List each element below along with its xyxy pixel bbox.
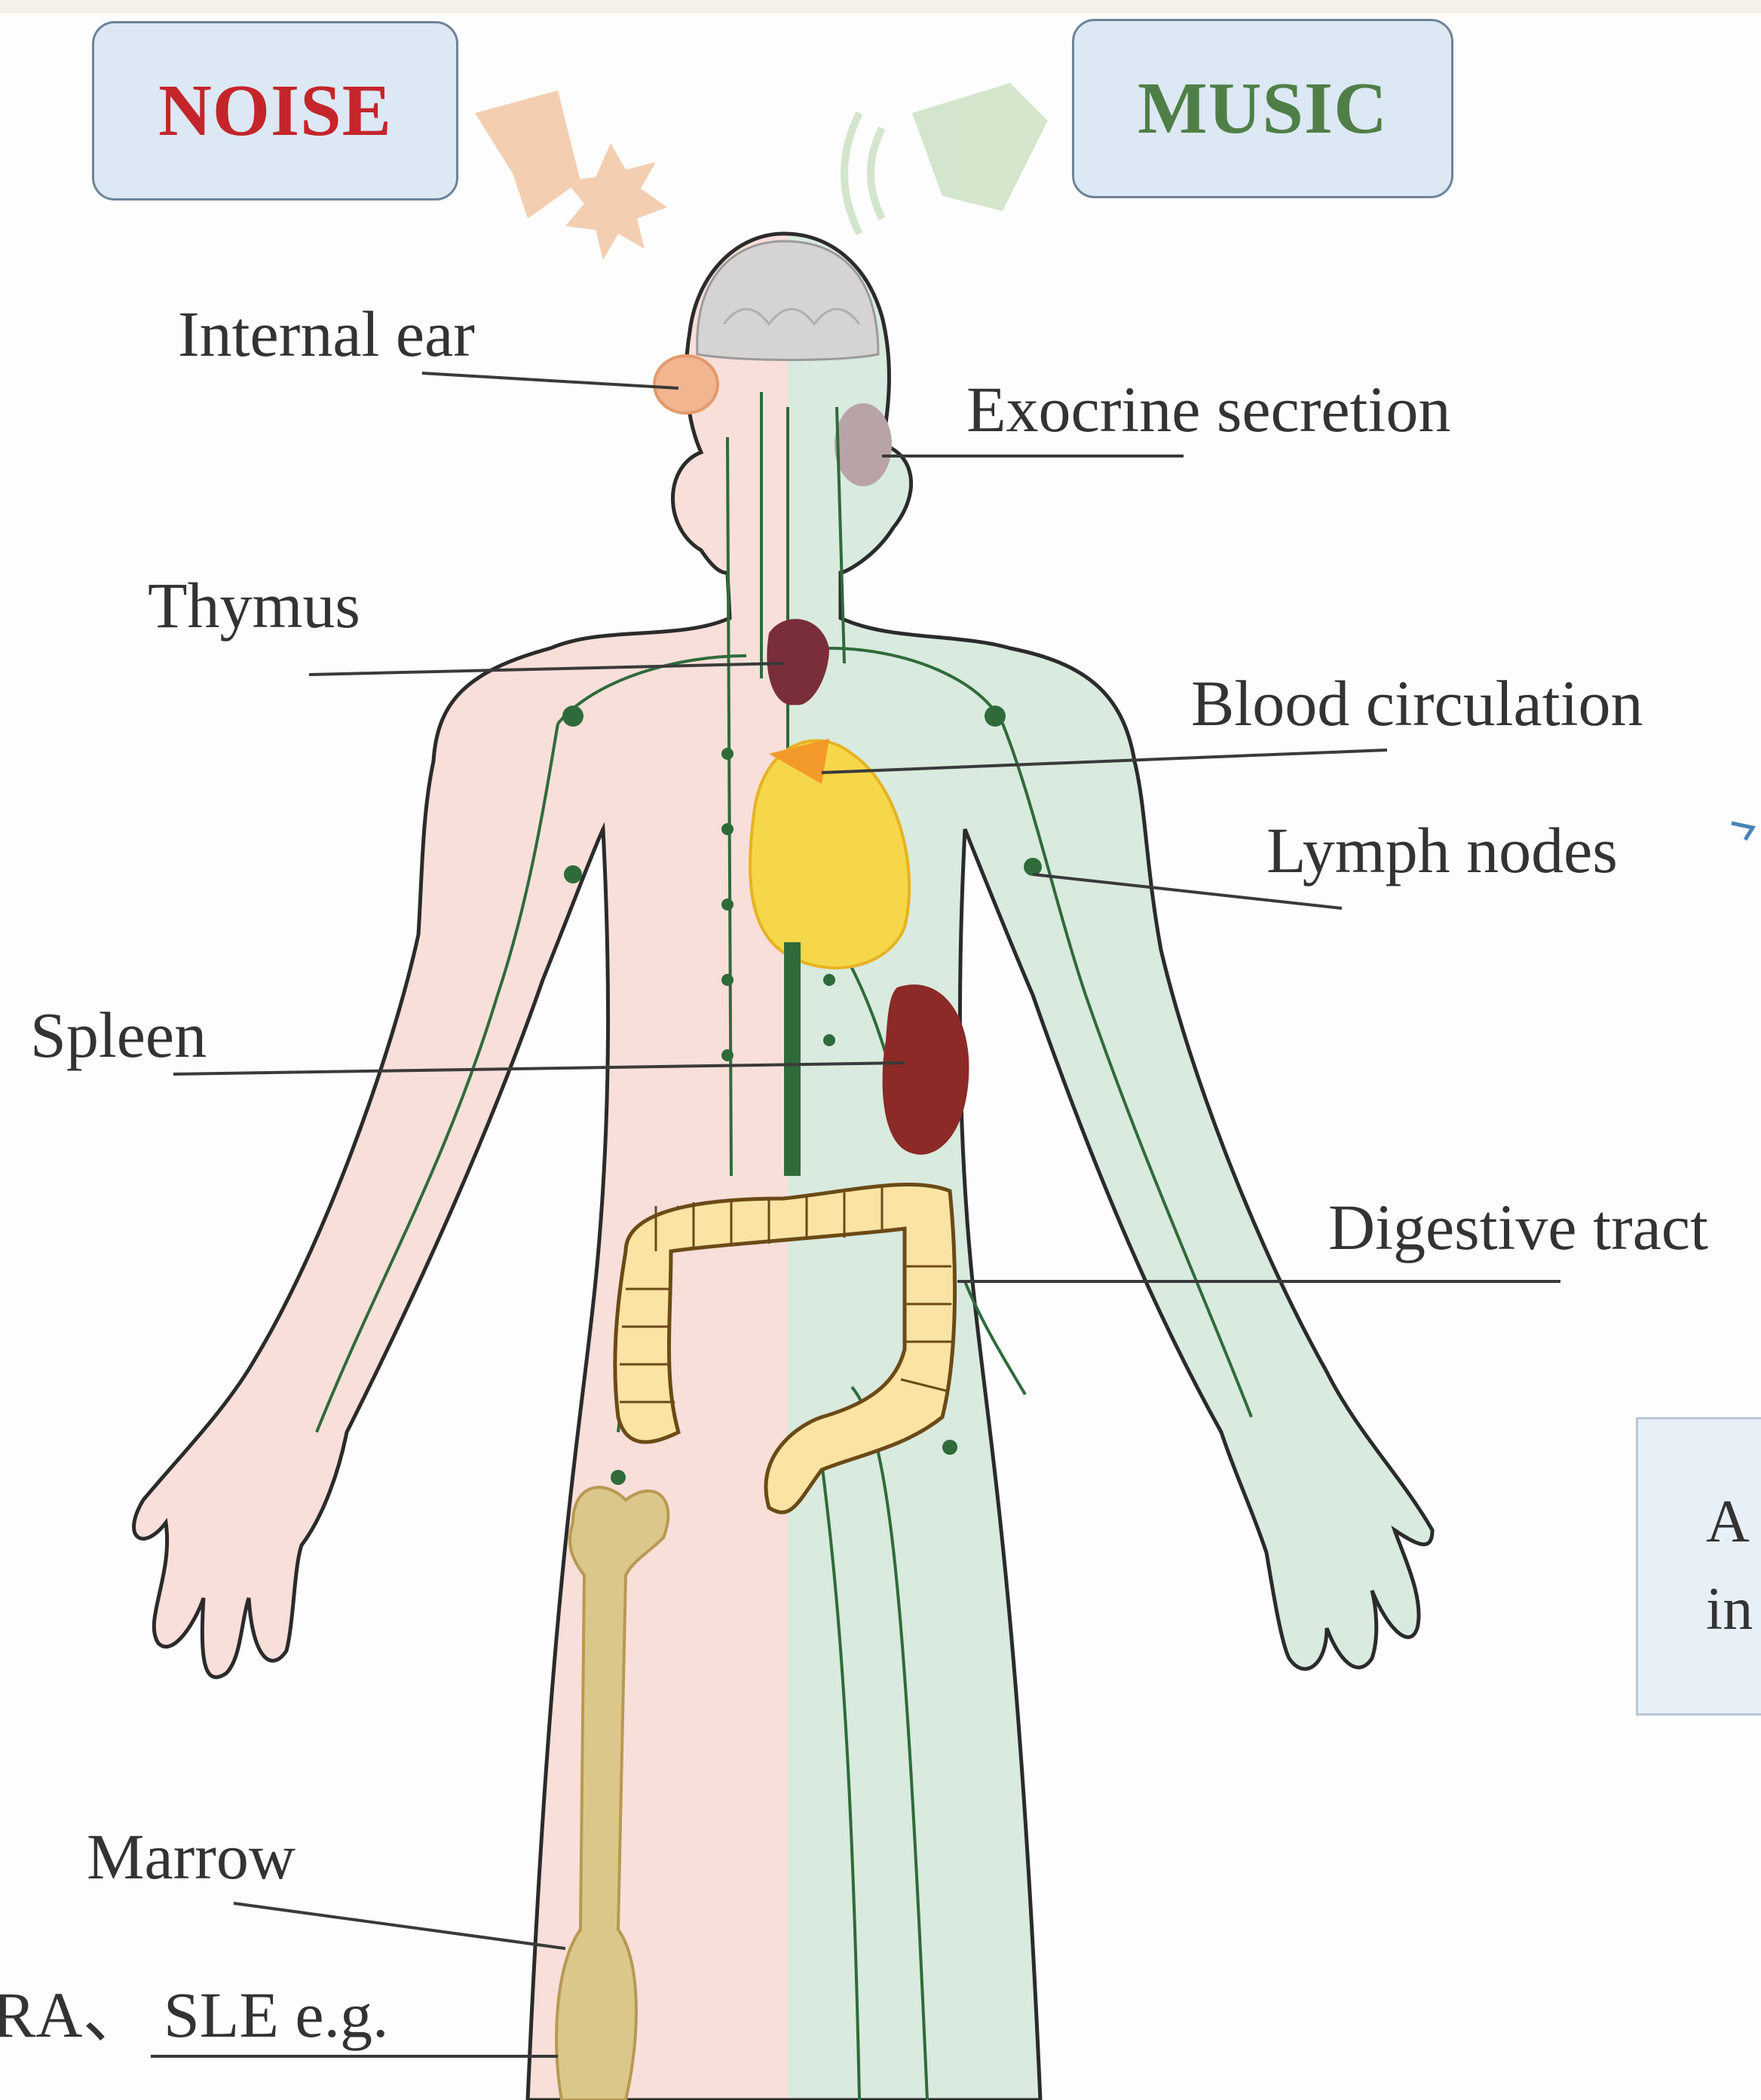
label-marrow: Marrow [87,1824,296,1889]
label-lymph-nodes: Lymph nodes [1266,818,1618,883]
label-digestive-tract: Digestive tract [1328,1195,1708,1260]
label-exocrine-secretion: Exocrine secretion [966,377,1450,442]
arrow-icon [1730,814,1760,844]
side-note-line-1: A [1706,1492,1750,1552]
label-thymus: Thymus [148,573,360,638]
label-internal-ear: Internal ear [178,302,475,366]
label-blood-circulation: Blood circulation [1191,671,1643,736]
noise-tag: NOISE [92,21,458,201]
label-ra-sle: RA、 SLE e.g. [0,1982,389,2047]
side-note-box: A in [1636,1417,1761,1716]
label-spleen: Spleen [30,1003,207,1067]
side-note-line-2: in [1706,1579,1753,1639]
music-tag: MUSIC [1072,19,1453,198]
